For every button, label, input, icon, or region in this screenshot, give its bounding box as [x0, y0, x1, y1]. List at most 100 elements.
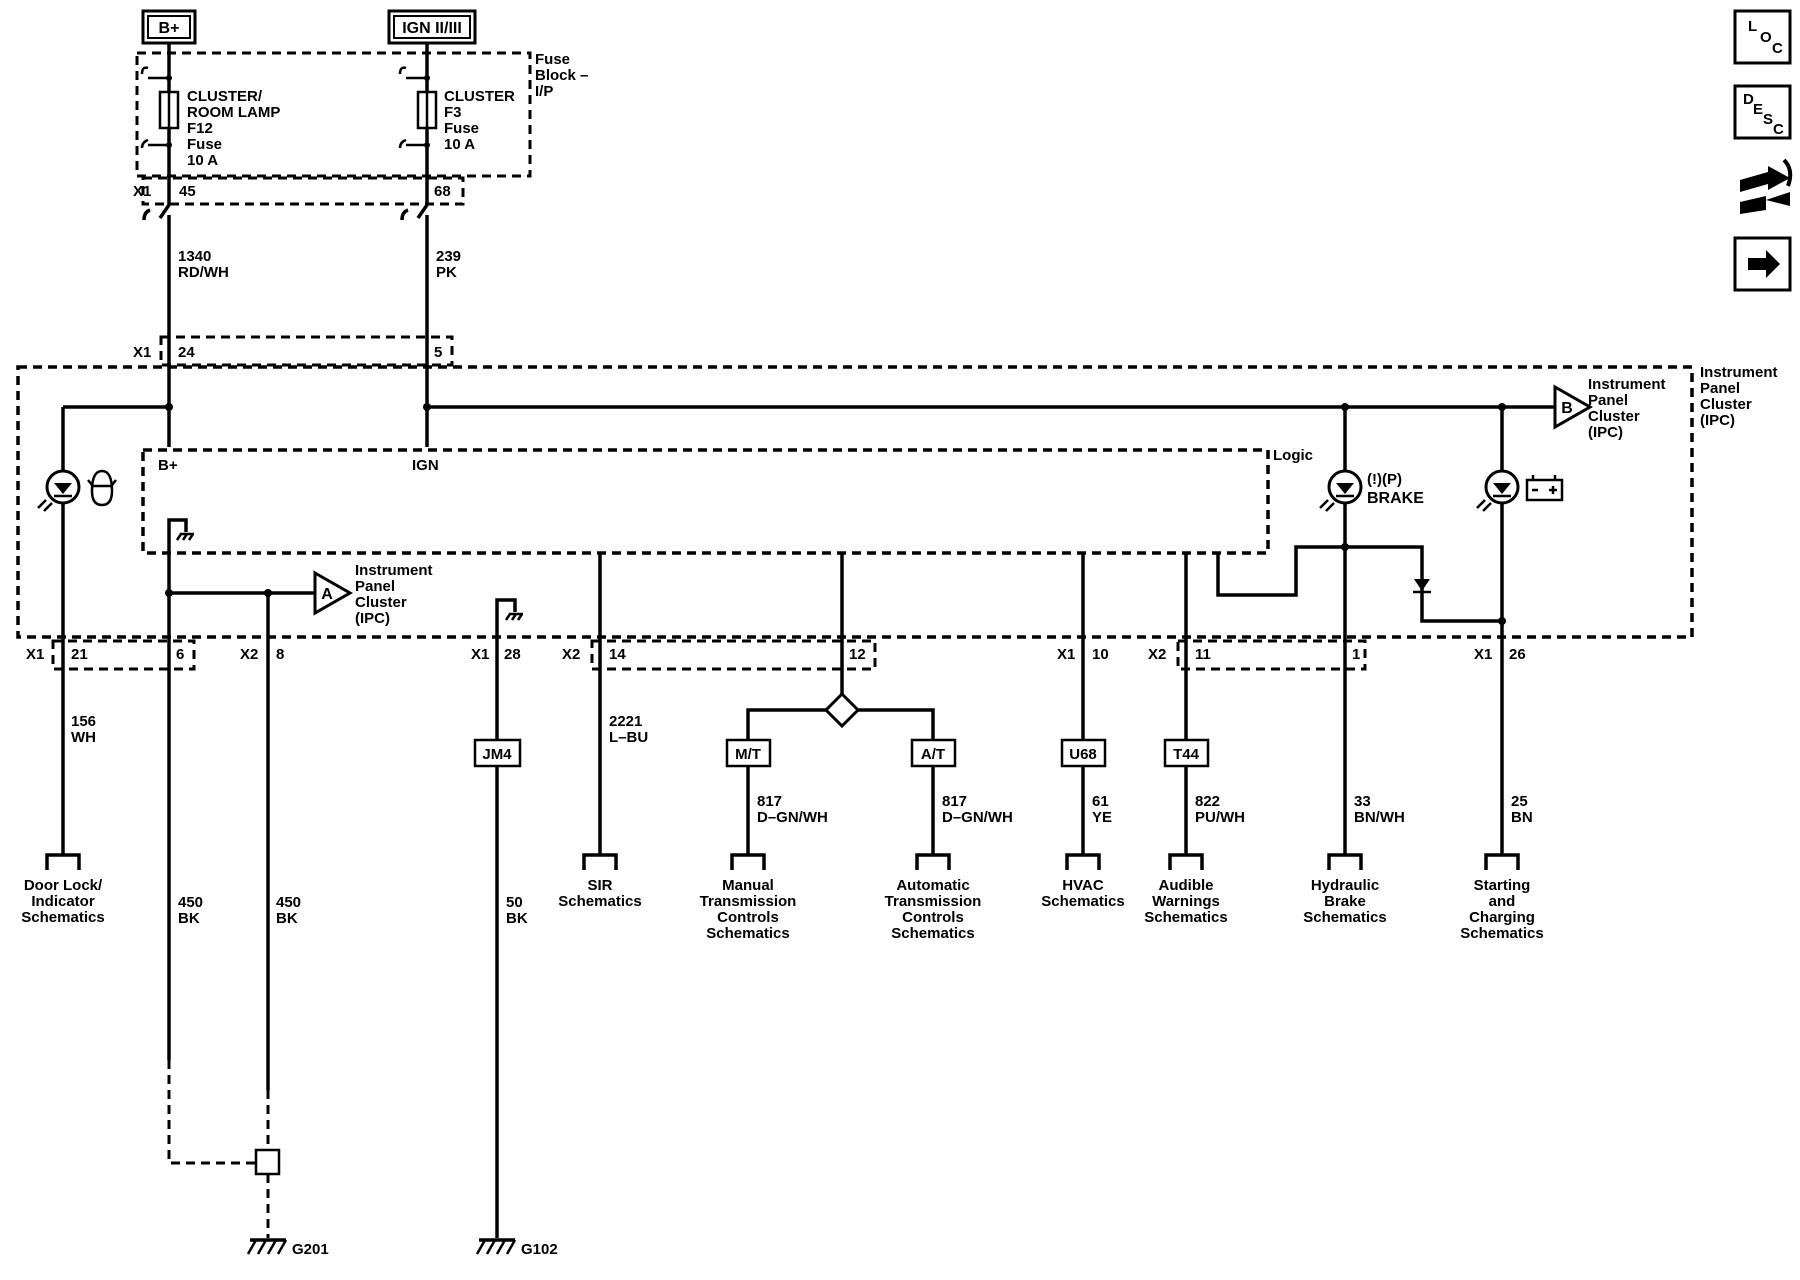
- ref-a-label-1: Instrument: [355, 562, 433, 579]
- wire-450b-num: 450: [276, 894, 301, 911]
- pin-10: 10: [1092, 646, 1109, 663]
- loc-o: O: [1760, 29, 1772, 46]
- desc-c: C: [1773, 121, 1784, 138]
- connector-x1-21-6: [51, 639, 196, 671]
- pin-6: 6: [176, 646, 184, 663]
- desc-s: S: [1763, 111, 1773, 128]
- power-source-ign: IGN II/III: [387, 9, 477, 45]
- conn-x1-label-top: X1: [133, 183, 151, 200]
- dest-hvac-1: HVAC: [1062, 877, 1104, 894]
- conn-x2-label-14: X2: [562, 646, 580, 663]
- wire-822-color: PU/WH: [1195, 809, 1245, 826]
- wire-450a-color: BK: [178, 910, 200, 927]
- dest-hvac[interactable]: HVAC Schematics: [1041, 877, 1124, 910]
- wire-2221-color: L–BU: [609, 729, 648, 746]
- fuse-f12-line-3: F12: [187, 120, 213, 137]
- loc-button[interactable]: L O C: [1733, 9, 1792, 65]
- pin-28: 28: [504, 646, 521, 663]
- option-u68: U68: [1069, 746, 1097, 763]
- fuse-f12-line-4: Fuse: [187, 136, 222, 153]
- pin-1: 1: [1352, 646, 1360, 663]
- pin-45: 45: [179, 183, 196, 200]
- fuse-f12-line-1: CLUSTER/: [187, 88, 263, 105]
- desc-button[interactable]: D E S C: [1733, 84, 1792, 140]
- dest-hydraulic[interactable]: Hydraulic Brake Schematics: [1303, 877, 1386, 926]
- ground-g201-label: G201: [292, 1241, 329, 1258]
- option-t44-box: [1163, 738, 1210, 768]
- ref-b-label-2: Panel: [1588, 392, 1628, 409]
- dest-audible[interactable]: Audible Warnings Schematics: [1144, 877, 1227, 926]
- dest-starting-1: Starting: [1474, 877, 1531, 894]
- fuse-block-label-2: Block –: [535, 67, 588, 84]
- dest-starting[interactable]: Starting and Charging Schematics: [1460, 877, 1543, 942]
- wire-25-num: 25: [1511, 793, 1528, 810]
- dest-starting-3: Charging: [1469, 909, 1535, 926]
- option-t44: T44: [1173, 746, 1200, 763]
- wire-61-num: 61: [1092, 793, 1109, 810]
- wire-239-color: PK: [436, 264, 457, 281]
- dest-manual-1: Manual: [722, 877, 774, 894]
- dest-hydraulic-1: Hydraulic: [1311, 877, 1379, 894]
- wire-817a-color: D–GN/WH: [757, 809, 828, 826]
- wire-2221-num: 2221: [609, 713, 642, 730]
- dest-door-lock-3: Schematics: [21, 909, 104, 926]
- conn-x2-label-11: X2: [1148, 646, 1166, 663]
- wire-817a-num: 817: [757, 793, 782, 810]
- ipc-label-1: Instrument: [1700, 364, 1778, 381]
- dest-sir-1: SIR: [587, 877, 612, 894]
- dest-door-lock-2: Indicator: [31, 893, 95, 910]
- ground-g102: G102: [475, 1238, 558, 1258]
- dest-auto-2: Transmission: [885, 893, 982, 910]
- dest-sir[interactable]: SIR Schematics: [558, 877, 641, 910]
- option-mt-box: [725, 738, 772, 768]
- wire-50-color: BK: [506, 910, 528, 927]
- ipc-outline: [16, 365, 1694, 639]
- diode: [1413, 579, 1431, 594]
- pin-14: 14: [609, 646, 626, 663]
- power-source-bplus: B+: [141, 9, 197, 45]
- bplus-label: B+: [159, 20, 180, 37]
- conn-x1-label-28: X1: [471, 646, 489, 663]
- desc-e: E: [1753, 101, 1763, 118]
- brake-icons: (!)(P): [1367, 471, 1402, 488]
- wire-33-num: 33: [1354, 793, 1371, 810]
- pin-11: 11: [1195, 646, 1211, 663]
- ipc-label-4: (IPC): [1700, 412, 1735, 429]
- wire-1340-color: RD/WH: [178, 264, 229, 281]
- dest-manual-trans[interactable]: Manual Transmission Controls Schematics: [700, 877, 797, 942]
- dest-auto-trans[interactable]: Automatic Transmission Controls Schemati…: [885, 877, 982, 942]
- pin-21: 21: [71, 646, 88, 663]
- desc-d: D: [1743, 91, 1754, 108]
- wire-239-num: 239: [436, 248, 461, 265]
- connector-icon[interactable]: [1740, 158, 1793, 214]
- dest-audible-2: Warnings: [1152, 893, 1220, 910]
- dest-hydraulic-3: Schematics: [1303, 909, 1386, 926]
- fuse-f3-line-2: F3: [444, 104, 462, 121]
- dest-starting-2: and: [1489, 893, 1516, 910]
- pin-8: 8: [276, 646, 284, 663]
- dest-audible-3: Schematics: [1144, 909, 1227, 926]
- dest-door-lock[interactable]: Door Lock/ Indicator Schematics: [21, 877, 104, 926]
- option-at: A/T: [921, 746, 945, 763]
- fuse-f3: CLUSTER F3 Fuse 10 A: [398, 66, 515, 153]
- battery-icon: [1525, 475, 1564, 502]
- logic-bplus-pin: B+: [158, 457, 178, 474]
- ref-b-letter: B: [1561, 400, 1573, 417]
- wire-450a-num: 450: [178, 894, 203, 911]
- logic-label: Logic: [1273, 447, 1313, 464]
- charge-warning-lamp: [1476, 469, 1520, 512]
- ref-b-label-1: Instrument: [1588, 376, 1666, 393]
- wire-156-num: 156: [71, 713, 96, 730]
- next-arrow-icon[interactable]: [1733, 236, 1792, 292]
- option-jm4-box: [473, 738, 522, 768]
- ground-g201: G201: [246, 1238, 329, 1258]
- connector-x1-ipc-top: [159, 335, 454, 367]
- conn-x1-label-21: X1: [26, 646, 44, 663]
- fuse-f12-line-5: 10 A: [187, 152, 218, 169]
- fuse-block-outline: [135, 51, 532, 178]
- wire-822-num: 822: [1195, 793, 1220, 810]
- dest-audible-1: Audible: [1159, 877, 1214, 894]
- pin-24: 24: [178, 344, 195, 361]
- pin-68: 68: [434, 183, 451, 200]
- loc-c: C: [1772, 40, 1783, 57]
